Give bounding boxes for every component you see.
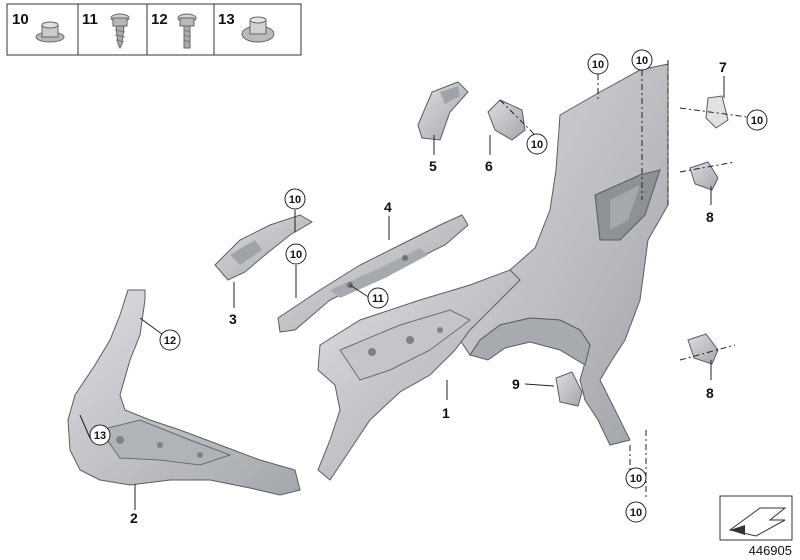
part-label-6: 6 — [485, 158, 493, 174]
self-tapping-screw-icon — [110, 13, 130, 50]
callout-10-bracket-7: 10 — [746, 109, 768, 131]
part-label-1: 1 — [442, 405, 450, 421]
leader-lines — [79, 60, 756, 510]
callout-10-fender-top-right: 10 — [631, 49, 653, 71]
callout-10-fender-top-left: 10 — [587, 53, 609, 75]
fastener-legend: 10 11 12 13 — [6, 3, 302, 56]
part-label-7: 7 — [719, 59, 727, 75]
bracket-part-6 — [487, 99, 526, 141]
callout-13-carrier: 13 — [89, 424, 111, 446]
bracket-part-8-upper — [689, 161, 719, 191]
bracket-part-7 — [705, 95, 729, 129]
cage-nut-icon — [241, 16, 275, 43]
callout-text: 13 — [94, 430, 106, 442]
strut-part-4 — [277, 214, 469, 333]
callout-10-fender-bottom: 10 — [625, 467, 647, 489]
bracket-part-9 — [555, 371, 583, 407]
callout-10-bracket-3: 10 — [284, 188, 306, 210]
callout-text: 10 — [592, 59, 604, 71]
callout-11-strut-4: 11 — [367, 287, 389, 309]
part-label-3: 3 — [229, 311, 237, 327]
part-label-2: 2 — [130, 510, 138, 526]
flange-nut-icon — [35, 21, 65, 43]
callout-10-bracket-6: 10 — [526, 133, 548, 155]
callout-text: 12 — [164, 335, 176, 347]
part-label-4: 4 — [384, 199, 392, 215]
legend-number-13: 13 — [218, 11, 235, 28]
part-number-labels: 1 2 3 4 5 6 7 8 8 9 — [130, 59, 727, 526]
callout-10-fender-bottom-end: 10 — [625, 501, 647, 523]
diagram-reference-number: 446905 — [749, 543, 792, 558]
wheelhouse-panel — [317, 269, 521, 481]
orientation-arrow-icon — [719, 495, 793, 541]
callout-10-strut-4: 10 — [285, 243, 307, 265]
legend-number-10: 10 — [12, 11, 29, 28]
part-label-5: 5 — [429, 158, 437, 174]
part-label-8-lower: 8 — [706, 385, 714, 401]
hex-bolt-icon — [177, 13, 197, 49]
callout-text: 10 — [290, 249, 302, 261]
callout-text: 10 — [531, 139, 543, 151]
front-carrier-part-2 — [67, 289, 301, 496]
callout-text: 10 — [630, 507, 642, 519]
callout-text: 10 — [751, 115, 763, 127]
legend-number-11: 11 — [82, 11, 98, 28]
callout-text: 10 — [630, 473, 642, 485]
callout-text: 10 — [636, 55, 648, 67]
part-label-9: 9 — [512, 376, 520, 392]
callout-12-carrier: 12 — [159, 329, 181, 351]
callout-text: 10 — [289, 194, 301, 206]
legend-number-12: 12 — [151, 11, 168, 28]
bracket-part-8-lower — [687, 333, 719, 365]
callout-text: 11 — [372, 293, 384, 305]
bracket-part-3 — [214, 214, 313, 281]
bracket-part-5 — [417, 81, 469, 141]
part-label-8-upper: 8 — [706, 209, 714, 225]
